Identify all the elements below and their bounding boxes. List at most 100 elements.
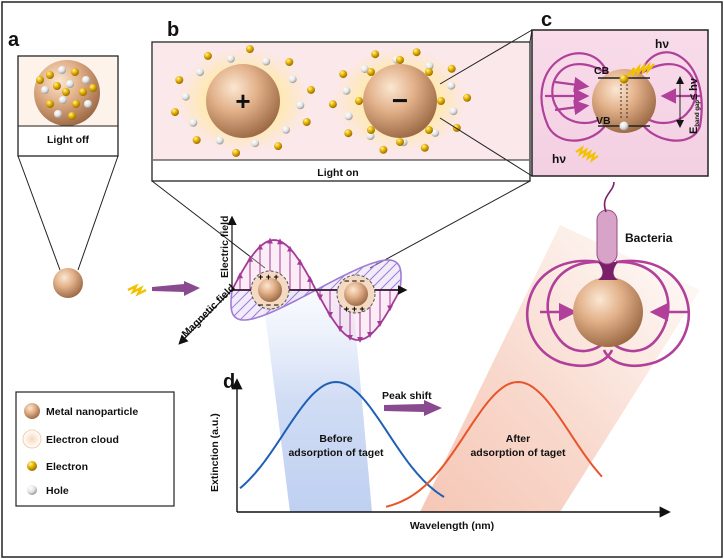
electron [175, 76, 184, 84]
electron [171, 108, 179, 117]
electron [463, 93, 472, 102]
electron [285, 58, 294, 66]
electron [307, 85, 315, 94]
electron [46, 100, 54, 108]
electron [232, 148, 241, 157]
electron [425, 126, 433, 134]
electron [367, 126, 375, 134]
peak-shift-arrow-icon [384, 400, 442, 416]
electron [53, 82, 61, 90]
legend-label-electron: Electron [46, 461, 88, 473]
hole [226, 54, 235, 63]
electron [339, 70, 348, 79]
plus-sign: + [235, 86, 250, 116]
electron [371, 50, 380, 59]
zoom-line-b-left [151, 180, 266, 269]
bacteria-label: Bacteria [625, 231, 673, 245]
vb-label: VB [596, 115, 611, 127]
wave-nanoparticle-2 [344, 282, 368, 306]
legend-hole-icon [27, 485, 37, 495]
svg-text:− − −: − − − [344, 276, 365, 286]
bacteria-icon [596, 209, 618, 265]
panel-d-letter: d [223, 371, 235, 393]
hole [196, 68, 204, 77]
electron [344, 129, 353, 138]
photon-top-icon [627, 61, 655, 78]
hv-bottom-label: hν [552, 152, 566, 166]
hole [431, 128, 440, 137]
positive-nanoparticle [206, 64, 280, 138]
electron [245, 45, 254, 54]
hole [360, 65, 369, 74]
after-label-line2: adsorption of taget [470, 447, 566, 459]
before-label-line2: adsorption of taget [288, 447, 384, 459]
before-label-line1: Before [319, 433, 352, 445]
electron [425, 68, 433, 76]
electron [62, 88, 70, 96]
hole [66, 80, 74, 88]
hv-top-label: hν [655, 37, 669, 51]
bacteria-nanoparticle [573, 277, 643, 347]
panel-b-caption: Light on [317, 167, 358, 179]
zoom-line-c-lower [439, 117, 533, 177]
electron [79, 88, 87, 96]
electron [367, 68, 375, 76]
zoom-line-a-right [77, 155, 119, 271]
hole [296, 101, 305, 110]
photon-bottom-icon [575, 145, 599, 163]
band-gap-label: Eband gap≤ hν [688, 78, 701, 134]
electron [437, 97, 445, 105]
excited-electron [619, 74, 629, 84]
after-curve [385, 380, 603, 508]
electron [192, 136, 201, 144]
electron [46, 71, 54, 79]
panel-a-letter: a [8, 29, 20, 51]
hole [262, 57, 271, 66]
small-nanoparticle [53, 268, 83, 298]
electron [355, 97, 363, 105]
light-arrow-icon [152, 281, 200, 296]
electron [36, 76, 44, 84]
legend-label-metal-nanoparticle: Metal nanoparticle [46, 406, 138, 418]
hole [282, 125, 290, 134]
electron [71, 68, 79, 76]
panel-a-carriers [36, 66, 97, 120]
b-field-hatch [379, 269, 401, 291]
legend-label-electron-cloud: Electron cloud [46, 434, 119, 446]
legend-electron-icon [27, 461, 37, 471]
panel-b-carriers [171, 45, 472, 157]
electron [396, 56, 404, 64]
b-field-hatch [302, 289, 311, 298]
wave-nanoparticle-1 [258, 278, 282, 302]
legend-electron-cloud-icon [22, 429, 42, 449]
minus-sign: − [392, 85, 408, 116]
b-field-hatch [230, 289, 251, 310]
before-curve [239, 380, 445, 498]
hole [288, 75, 297, 84]
svg-text:+ + +: + + + [258, 272, 279, 282]
electron [68, 112, 76, 120]
bacteria-attachment [598, 262, 618, 280]
electron [396, 138, 404, 146]
zoom-line-b-right [369, 180, 531, 269]
zoom-line-a-left [17, 155, 61, 271]
zoom-line-c-upper [439, 29, 533, 85]
b-field-hatch [230, 289, 241, 300]
panel-c-nanoparticle [592, 69, 656, 133]
electron [72, 100, 80, 108]
hole [59, 96, 67, 104]
spectrum-ylabel: Extinction (a.u.) [209, 413, 221, 492]
incoming-light-icon [127, 283, 147, 297]
electron [89, 84, 97, 92]
panel-c-field-lines [540, 51, 703, 142]
b-field-hatch [369, 262, 398, 291]
electron [379, 145, 388, 154]
hole [215, 136, 224, 145]
bacteria-flagellum [603, 181, 615, 213]
hole [425, 62, 434, 70]
hole [82, 76, 90, 84]
legend-label-hole: Hole [46, 485, 69, 497]
hole [84, 100, 92, 108]
magnetic-field-axis [178, 289, 233, 345]
